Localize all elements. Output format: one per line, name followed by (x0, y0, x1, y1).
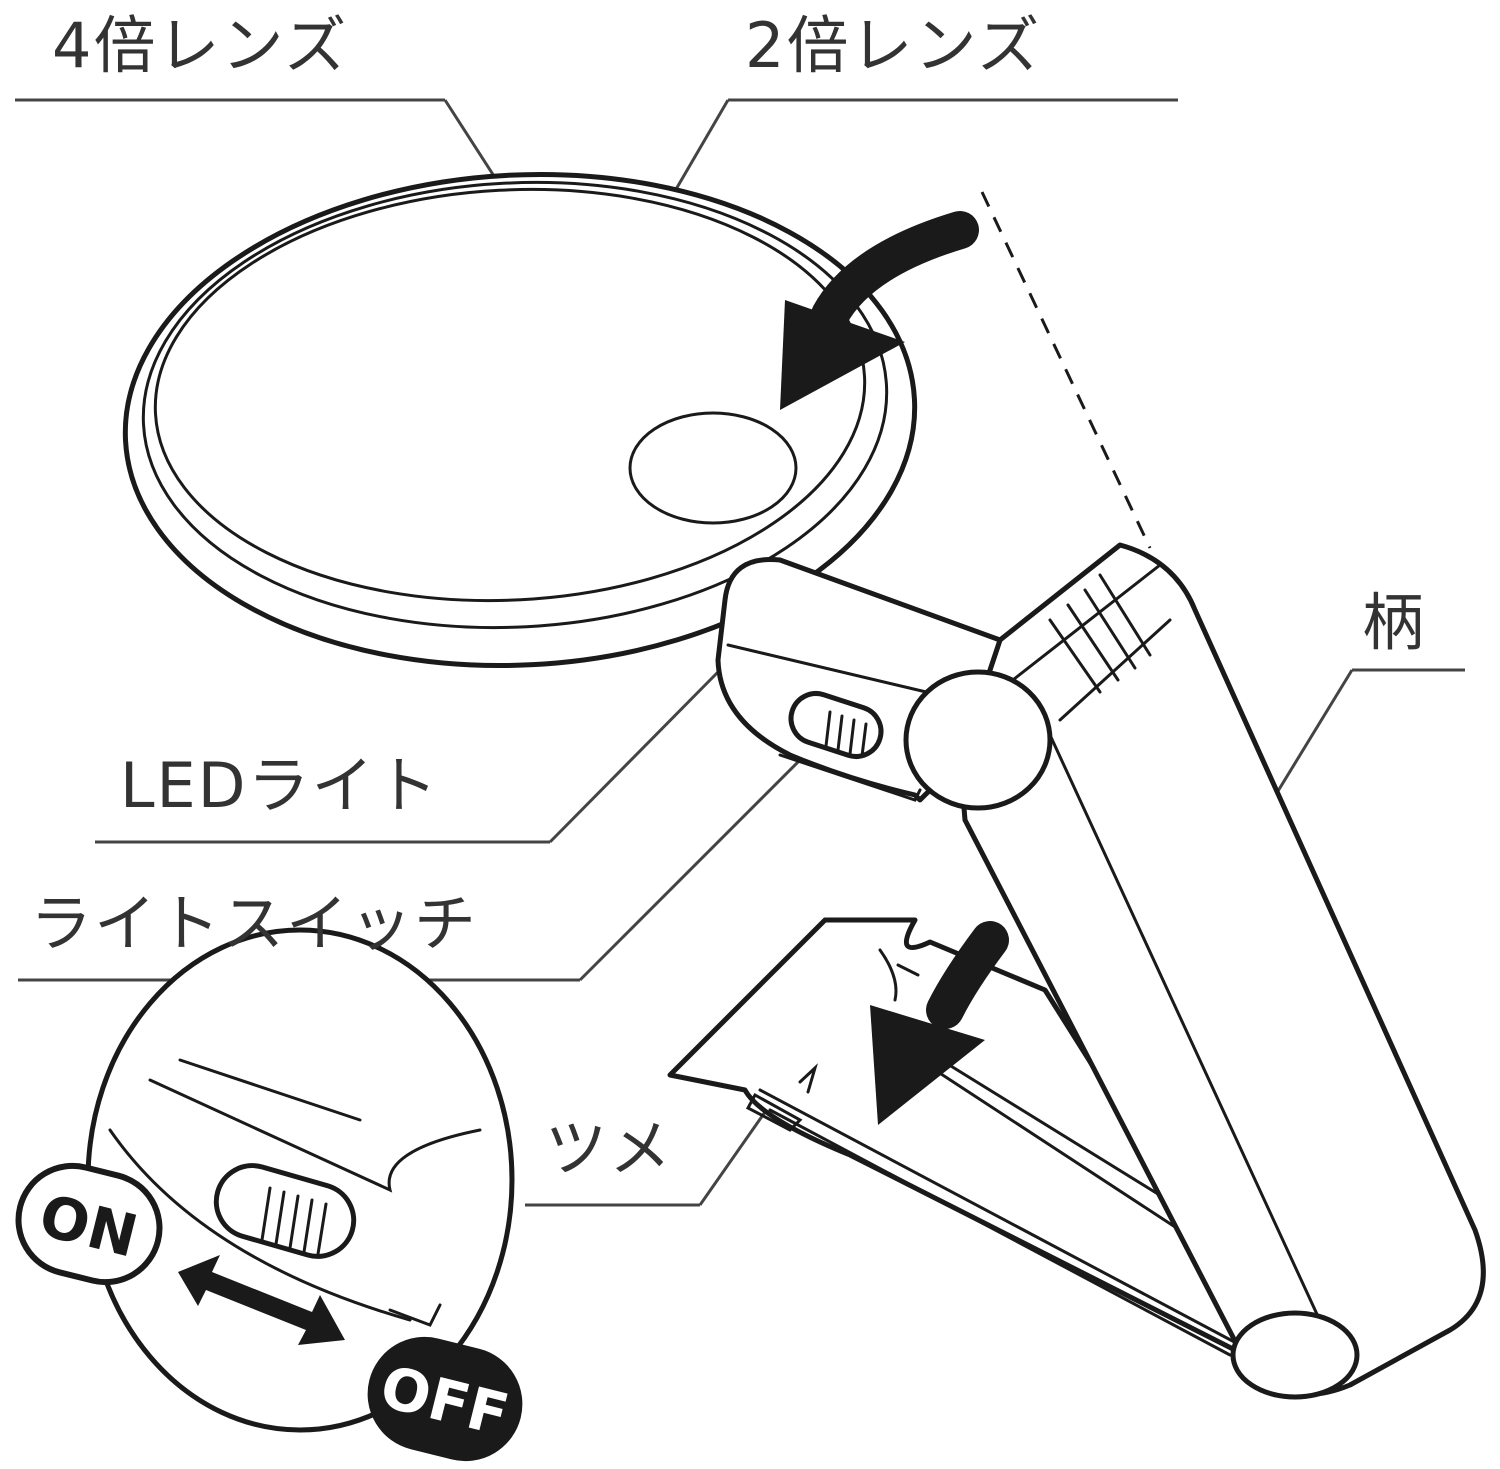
lens-4x-glass (628, 411, 798, 525)
claw-label: ツメ (545, 1112, 674, 1185)
fold-arrow-bottom (926, 921, 1009, 1029)
lens-4x-label: 4倍レンズ (52, 9, 349, 82)
led-light-leader (548, 670, 720, 844)
handle-label: 柄 (1362, 586, 1427, 659)
lens-outer-ring (122, 171, 918, 669)
handle-body (957, 542, 1486, 1398)
fold-guide-dashed-line (980, 191, 1152, 549)
detail-switch-slider (213, 1163, 357, 1259)
stand-plate (667, 917, 1268, 1353)
light-switch-slider (788, 691, 884, 759)
fold-arrow-top-head (780, 300, 905, 410)
led-light-label: LEDライト (120, 749, 440, 822)
on-badge (15, 1162, 163, 1286)
stand-rail (758, 1048, 1242, 1357)
detail-switch-grip (260, 1186, 328, 1256)
lens-rim (141, 180, 889, 630)
claw-tab (745, 1063, 818, 1132)
on-off-double-arrow (178, 1255, 345, 1345)
led-head-edge (726, 643, 962, 702)
light-switch-leader (578, 736, 824, 982)
stand-hook (878, 948, 920, 1002)
fold-arrow-top (811, 211, 979, 334)
hinge-ribs (998, 563, 1162, 694)
handle-edge (1048, 618, 1347, 1377)
lens-2x-label: 2倍レンズ (745, 9, 1042, 82)
led-bottom-lip (778, 753, 922, 802)
light-switch-label: ライトスイッチ (30, 887, 479, 960)
fold-arrow-bottom-head (870, 1005, 985, 1125)
lens-2x-glass (153, 187, 867, 603)
detail-body-curve (108, 1058, 482, 1322)
handle-end-cap (1230, 1310, 1360, 1400)
claw-leader (698, 1111, 767, 1206)
detail-edge-lip (388, 1303, 442, 1327)
off-badge (367, 1336, 523, 1462)
light-switch-grip (824, 710, 868, 758)
hinge-knob (903, 669, 1053, 811)
